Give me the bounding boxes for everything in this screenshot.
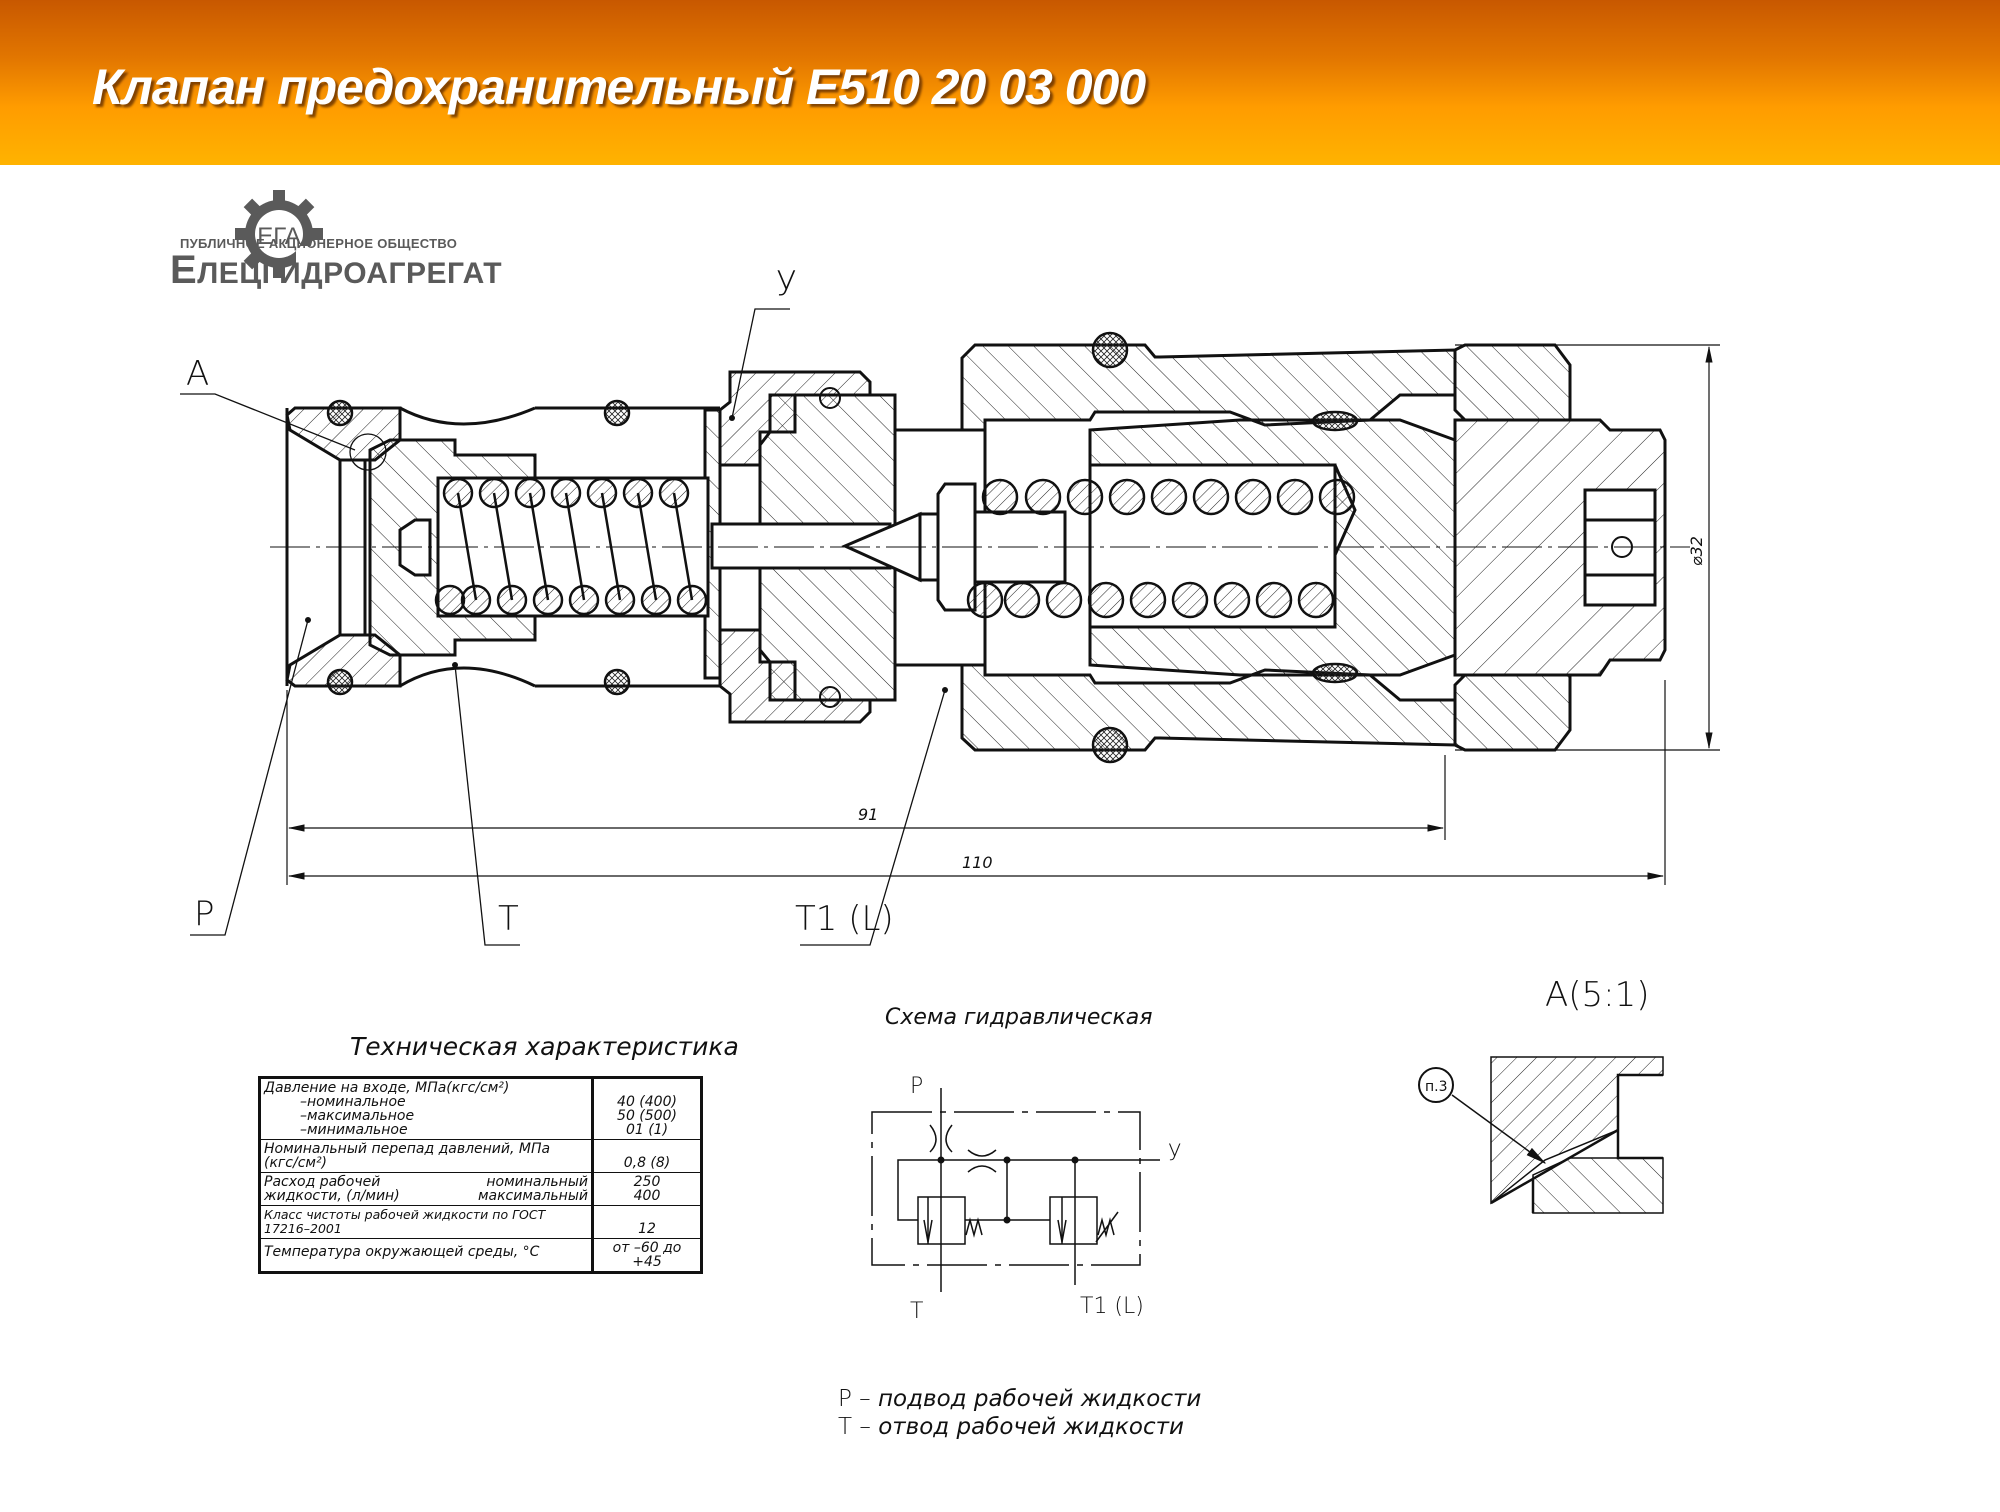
scheme-port-t: Т — [910, 1299, 923, 1324]
logo-subtitle: ПУБЛИЧНОЕ АКЦИОНЕРНОЕ ОБЩЕСТВО — [180, 236, 458, 251]
scheme-junctions — [937, 1156, 1079, 1224]
table-row: Давление на входе, МПа(кгс/см²) –номинал… — [259, 1077, 702, 1140]
label-u: У — [776, 264, 797, 304]
dimension-110: 110 — [962, 853, 993, 872]
scheme-port-t1: Т1 (L) — [1080, 1294, 1144, 1319]
dimension-diameter: ⌀32 — [1687, 536, 1706, 566]
logo-company-name: ЕЛЕЦГИДРОАГРЕГАТ — [170, 248, 503, 292]
detail-a-view — [1418, 1056, 1664, 1214]
legend-line-p: Р – подвод рабочей жидкости — [838, 1386, 1202, 1412]
leader-lines — [180, 308, 946, 946]
hydraulic-scheme — [871, 1088, 1160, 1292]
table-row: Температура окружающей среды, °С от –60 … — [259, 1238, 702, 1273]
svg-text:ЕГА: ЕГА — [257, 223, 300, 250]
detail-a-title: А(5:1) — [1545, 975, 1650, 1015]
spring-housing — [960, 331, 1667, 764]
gear-emblem-icon: ЕГА — [235, 190, 334, 278]
header-banner: Клапан предохранительный Е510 20 03 000 — [0, 0, 2000, 165]
tech-table-title: Техническая характеристика — [350, 1032, 739, 1061]
scheme-port-p: Р — [910, 1074, 923, 1099]
page-title: Клапан предохранительный Е510 20 03 000 — [92, 59, 1146, 115]
port-legend: Р – подвод рабочей жидкости Т – отвод ра… — [838, 1385, 1201, 1441]
legend-line-t: Т – отвод рабочей жидкости — [838, 1414, 1184, 1440]
table-row: Номинальный перепад давлений, МПа (кгс/с… — [259, 1139, 702, 1173]
label-t: Т — [498, 899, 519, 939]
table-row: Класс чистоты рабочей жидкости по ГОСТ 1… — [259, 1205, 702, 1239]
tech-characteristics-table: Давление на входе, МПа(кгс/см²) –номинал… — [258, 1076, 703, 1274]
dimension-91: 91 — [858, 805, 878, 824]
scheme-title: Схема гидравлическая — [885, 1005, 1153, 1030]
label-a: А — [186, 354, 209, 394]
label-p: Р — [194, 894, 215, 934]
detail-callout-label: п.3 — [1425, 1079, 1448, 1095]
scheme-port-u: У — [1168, 1141, 1181, 1166]
label-t1: Т1 (L) — [795, 899, 894, 939]
dimension-lines — [286, 344, 1720, 885]
